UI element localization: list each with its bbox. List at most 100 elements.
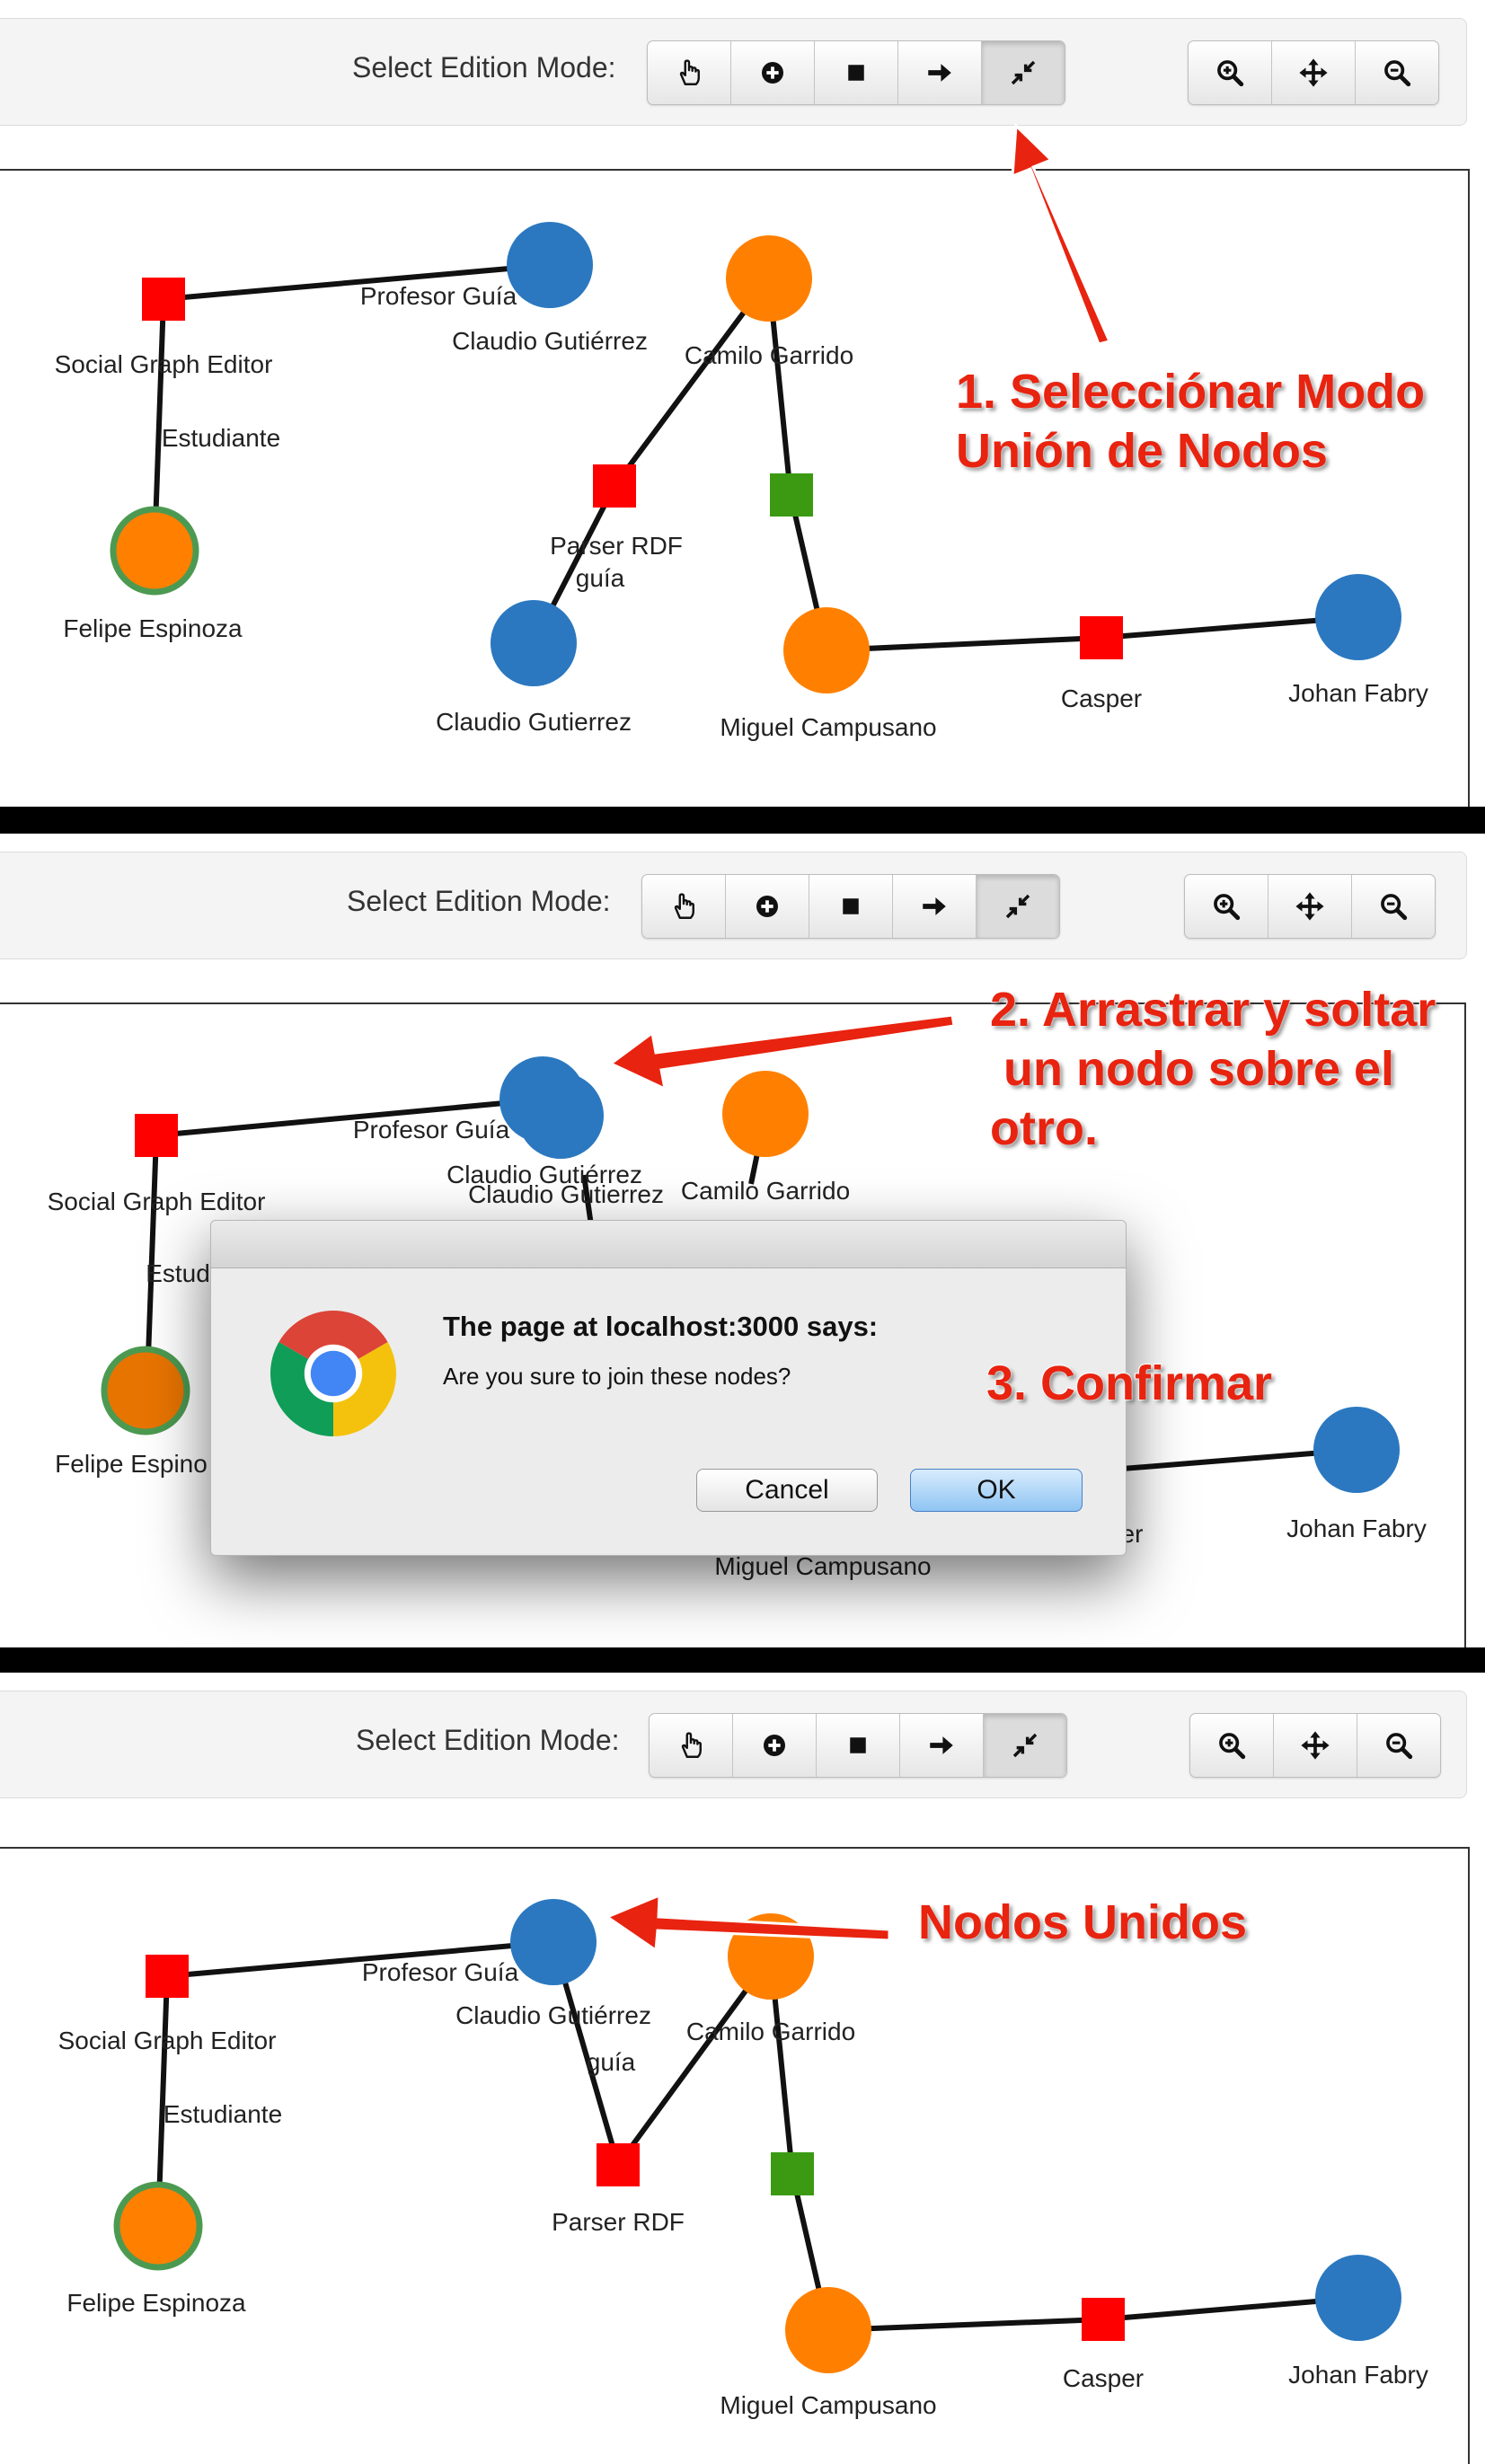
mode-button-group (647, 40, 1065, 105)
person-node[interactable] (783, 607, 870, 693)
person-node[interactable] (722, 1071, 809, 1157)
join-nodes-mode-button[interactable] (984, 1714, 1066, 1777)
annotation-arrow (604, 1893, 891, 1953)
add-node-mode-button[interactable] (731, 41, 815, 104)
confirm-dialog: The page at localhost:3000 says: Are you… (210, 1220, 1127, 1556)
edge-label: guía (575, 564, 625, 592)
person-node[interactable] (101, 1346, 190, 1435)
person-node[interactable] (1313, 1407, 1400, 1493)
separator (0, 1647, 1485, 1673)
node-label: Social Graph Editor (54, 350, 273, 378)
edge-label: Profesor Guía (352, 1116, 510, 1144)
graph-svg (110, 222, 1401, 693)
node-label: Claudio Gutierrez (468, 1180, 664, 1208)
edge (826, 635, 1102, 653)
annotation-line: otro. (989, 1100, 1099, 1156)
person-node[interactable] (726, 235, 812, 322)
node-label: Camilo Garrido (680, 1177, 851, 1205)
software-node[interactable] (771, 2152, 814, 2195)
graph-canvas[interactable]: Social Graph Editor Profesor Guía Claudi… (0, 1847, 1470, 2464)
zoom-button-group (1189, 1713, 1441, 1778)
panel-step-1: Select Edition Mode: (0, 0, 1485, 807)
select-mode-button[interactable] (650, 1714, 733, 1777)
pan-button[interactable] (1272, 41, 1356, 104)
add-edge-mode-button[interactable] (893, 875, 977, 938)
node-label: Miguel Campusano (714, 1552, 932, 1580)
node-label: Casper (1060, 684, 1143, 712)
annotation-step-3: 3. Confirmar (986, 1356, 1273, 1411)
person-node[interactable] (113, 2181, 203, 2271)
pan-button[interactable] (1274, 1714, 1357, 1777)
add-node-mode-button[interactable] (733, 1714, 817, 1777)
annotation-line: Unión de Nodos (955, 423, 1329, 479)
select-mode-button[interactable] (648, 41, 731, 104)
mode-button-group (641, 874, 1060, 939)
select-mode-button[interactable] (642, 875, 726, 938)
zoom-button-group (1184, 874, 1436, 939)
add-square-mode-button[interactable] (817, 1714, 900, 1777)
annotation-line: 1. Selecciónar Modo (955, 364, 1426, 419)
annotation-arrow (608, 1013, 956, 1091)
add-square-mode-button[interactable] (809, 875, 893, 938)
person-node[interactable] (1315, 574, 1401, 660)
node-label: Felipe Espinoza (66, 2289, 246, 2317)
ok-button[interactable]: OK (910, 1469, 1083, 1512)
edge (155, 1097, 544, 1138)
project-node[interactable] (593, 464, 636, 508)
dialog-titlebar (211, 1221, 1126, 1268)
graph-canvas[interactable]: Social Graph Editor Profesor Guía Claudi… (0, 169, 1470, 807)
node-label: Johan Fabry (1288, 2361, 1428, 2389)
add-node-mode-button[interactable] (726, 875, 809, 938)
add-square-mode-button[interactable] (815, 41, 898, 104)
node-label: Parser RDF (552, 2208, 685, 2236)
mode-button-group (649, 1713, 1067, 1778)
zoom-button-group (1188, 40, 1439, 105)
edge-label: Estudiante (161, 424, 281, 452)
node-label: Claudio Gutiérrez (446, 1161, 642, 1188)
merged-person-node[interactable] (510, 1899, 597, 1985)
project-node[interactable] (142, 278, 185, 321)
add-edge-mode-button[interactable] (898, 41, 982, 104)
pan-button[interactable] (1268, 875, 1352, 938)
person-node[interactable] (110, 506, 199, 596)
edition-mode-label: Select Edition Mode: (347, 885, 611, 917)
node-label: Claudio Gutiérrez (452, 327, 648, 355)
software-node[interactable] (770, 473, 813, 517)
panel-step-2: Select Edition Mode: (0, 834, 1485, 1647)
node-label: Camilo Garrido (685, 2018, 856, 2045)
annotation-step-1: 1. Selecciónar Modo Unión de Nodos (955, 363, 1426, 481)
zoom-in-button[interactable] (1185, 875, 1268, 938)
project-node[interactable] (1082, 2298, 1125, 2341)
person-node[interactable] (785, 2287, 871, 2373)
separator (0, 807, 1485, 834)
node-label: Felipe Espinoza (63, 614, 243, 642)
edge-label: Profesor Guía (361, 1958, 519, 1986)
join-nodes-mode-button[interactable] (982, 41, 1065, 104)
node-label: Felipe Espino (55, 1450, 208, 1478)
cancel-button[interactable]: Cancel (696, 1469, 878, 1512)
zoom-in-button[interactable] (1190, 1714, 1274, 1777)
edition-mode-label: Select Edition Mode: (352, 51, 616, 84)
project-node[interactable] (1080, 616, 1123, 659)
edge (827, 2317, 1104, 2333)
person-node[interactable] (507, 222, 593, 308)
project-node[interactable] (597, 2143, 640, 2186)
edition-mode-label: Select Edition Mode: (356, 1724, 620, 1756)
join-nodes-mode-button[interactable] (977, 875, 1059, 938)
zoom-in-button[interactable] (1189, 41, 1272, 104)
person-node[interactable] (1315, 2255, 1401, 2341)
graph-svg (101, 1056, 1400, 1493)
node-label: Miguel Campusano (720, 713, 937, 741)
node-label: Claudio Gutierrez (436, 708, 632, 736)
node-label: Social Graph Editor (47, 1188, 266, 1215)
add-edge-mode-button[interactable] (900, 1714, 984, 1777)
edge (612, 277, 772, 488)
node-label: Social Graph Editor (57, 2027, 277, 2054)
node-label: Casper (1062, 2364, 1145, 2392)
edge-label: guía (586, 2048, 636, 2076)
dragged-person-node[interactable] (499, 1056, 586, 1143)
project-node[interactable] (135, 1114, 178, 1157)
project-node[interactable] (146, 1955, 189, 1998)
edge (166, 1939, 554, 1979)
person-node[interactable] (491, 600, 577, 686)
